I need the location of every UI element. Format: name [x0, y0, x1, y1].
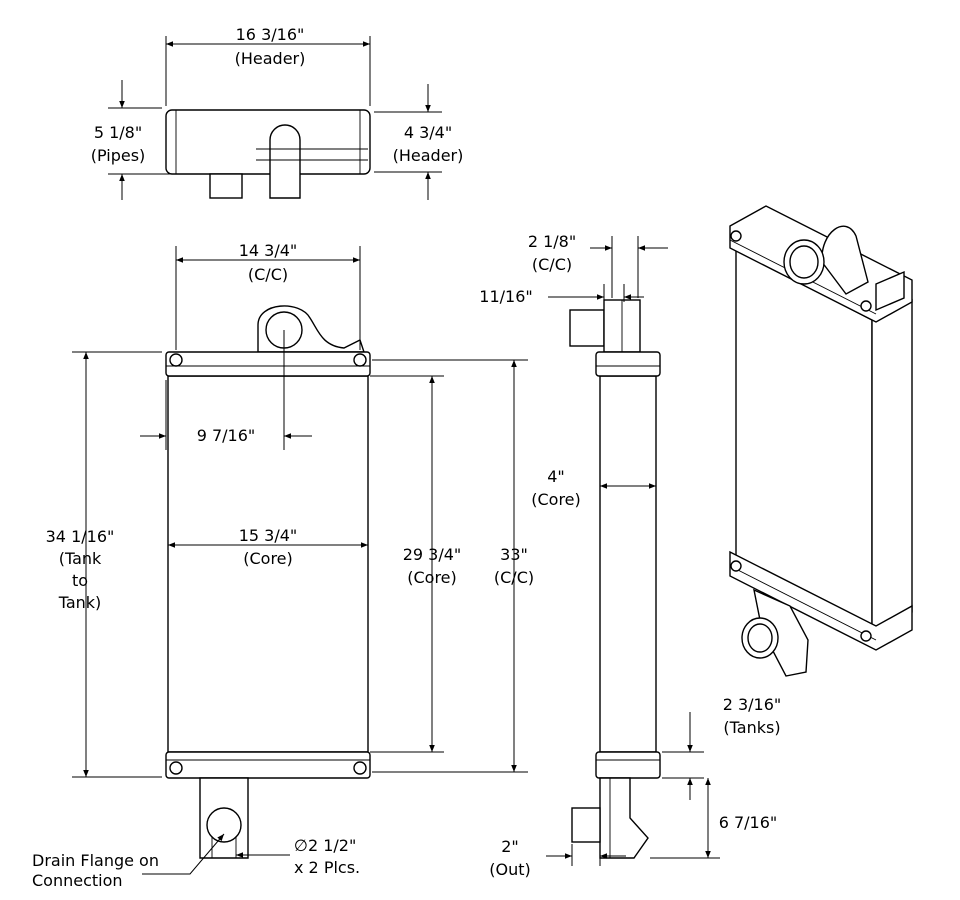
tanks-note: (Tanks) — [723, 718, 780, 737]
header-height-note: (Header) — [393, 146, 464, 165]
cc-height-note: (C/C) — [494, 568, 534, 587]
drain-note-line-1: Drain Flange on — [32, 851, 159, 870]
core-depth-note: (Core) — [531, 490, 581, 509]
drain-note-line-2: Connection — [32, 871, 123, 890]
tanks-value: 2 3/16" — [723, 695, 782, 714]
side-view — [546, 236, 720, 866]
tank-to-tank-value: 34 1/16" — [46, 527, 115, 546]
cc-height-value: 33" — [500, 545, 528, 564]
pipes-height-note: (Pipes) — [91, 146, 146, 165]
cc-width-value: 14 3/4" — [239, 241, 298, 260]
pipe-cc-value: 2 1/8" — [528, 232, 576, 251]
header-height-value: 4 3/4" — [404, 123, 452, 142]
offset-value: 9 7/16" — [197, 426, 256, 445]
isometric-view — [729, 205, 913, 677]
core-height-value: 29 3/4" — [403, 545, 462, 564]
pipes-height-value: 5 1/8" — [94, 123, 142, 142]
header-width-value: 16 3/16" — [236, 25, 305, 44]
core-depth-value: 4" — [547, 467, 565, 486]
dimension-labels: 16 3/16" (Header) 5 1/8" (Pipes) 4 3/4" … — [32, 25, 781, 890]
flange-offset-value: 11/16" — [479, 287, 532, 306]
core-width-value: 15 3/4" — [239, 526, 298, 545]
pipe-cc-note: (C/C) — [532, 255, 572, 274]
diameter-value: ∅2 1/2" — [294, 836, 356, 855]
top-view — [108, 36, 442, 200]
diameter-note: x 2 Plcs. — [294, 858, 360, 877]
core-width-note: (Core) — [243, 549, 293, 568]
tank-to-tank-line-2: to — [72, 571, 88, 590]
out-size-value: 2" — [501, 837, 519, 856]
header-width-note: (Header) — [235, 49, 306, 68]
out-size-note: (Out) — [489, 860, 531, 879]
tank-to-tank-line-1: (Tank — [59, 549, 102, 568]
tank-to-tank-line-3: Tank) — [58, 593, 102, 612]
outlet-height-value: 6 7/16" — [719, 813, 778, 832]
core-height-note: (Core) — [407, 568, 457, 587]
cc-width-note: (C/C) — [248, 265, 288, 284]
front-view — [72, 246, 528, 875]
